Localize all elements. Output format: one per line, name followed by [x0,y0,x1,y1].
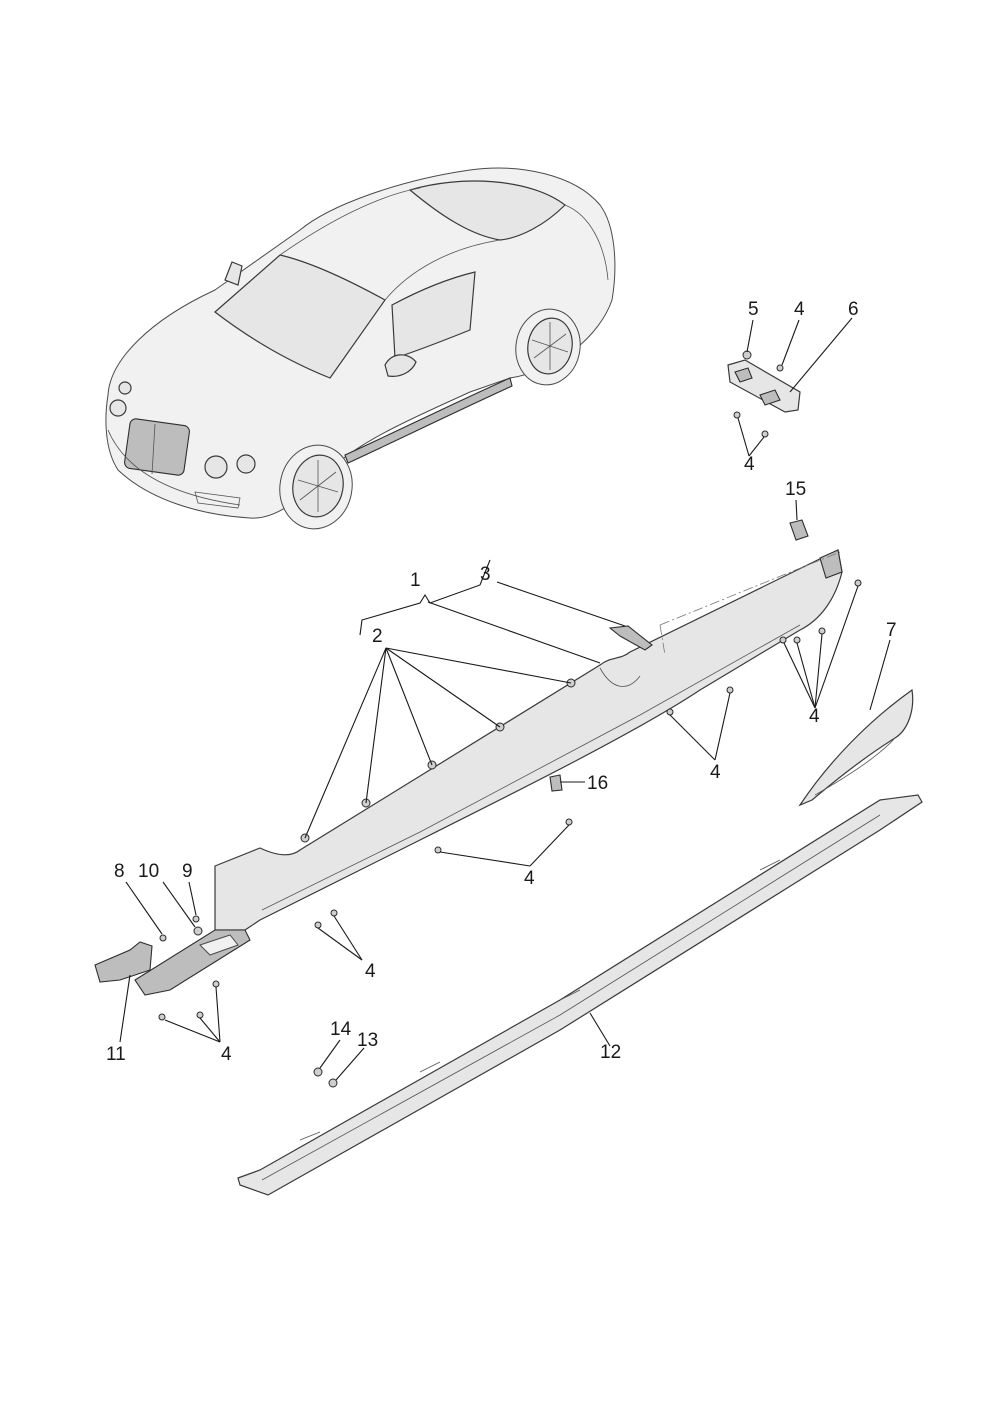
part-6-bracket [727,359,801,413]
callout-6: 6 [848,299,859,320]
callout-labels: 1 2 3 5 4 6 4 15 7 4 4 16 4 8 10 9 4 11 … [106,299,897,1065]
leader-lines [119,317,891,1081]
part-11-bracket [94,941,153,983]
callout-3: 3 [480,564,491,585]
callout-10: 10 [138,861,159,882]
callout-13: 13 [357,1030,378,1051]
part-3-clip [608,625,653,651]
callout-14: 14 [330,1019,352,1040]
callout-4-c: 4 [809,706,820,727]
callout-4-e: 4 [524,868,535,889]
callout-9: 9 [182,861,193,882]
callout-15: 15 [785,479,806,500]
callout-12: 12 [600,1042,621,1063]
callout-1: 1 [410,570,421,591]
car-illustration [105,167,616,530]
sill-panel [134,549,843,996]
callout-16: 16 [587,773,608,794]
part-16-clip [549,774,563,792]
callout-4-d: 4 [710,762,721,783]
callout-4-b: 4 [744,454,755,475]
callout-7: 7 [886,620,897,641]
callout-5: 5 [748,299,759,320]
part-7-cover [798,688,914,807]
part-15-clip [789,519,809,541]
callout-4-a: 4 [794,299,805,320]
callout-4-f: 4 [365,961,376,982]
callout-8: 8 [114,861,125,882]
callout-11: 11 [106,1044,126,1065]
part-12-outer-sill [237,794,923,1196]
callout-2: 2 [372,626,383,647]
callout-4-g: 4 [221,1044,232,1065]
